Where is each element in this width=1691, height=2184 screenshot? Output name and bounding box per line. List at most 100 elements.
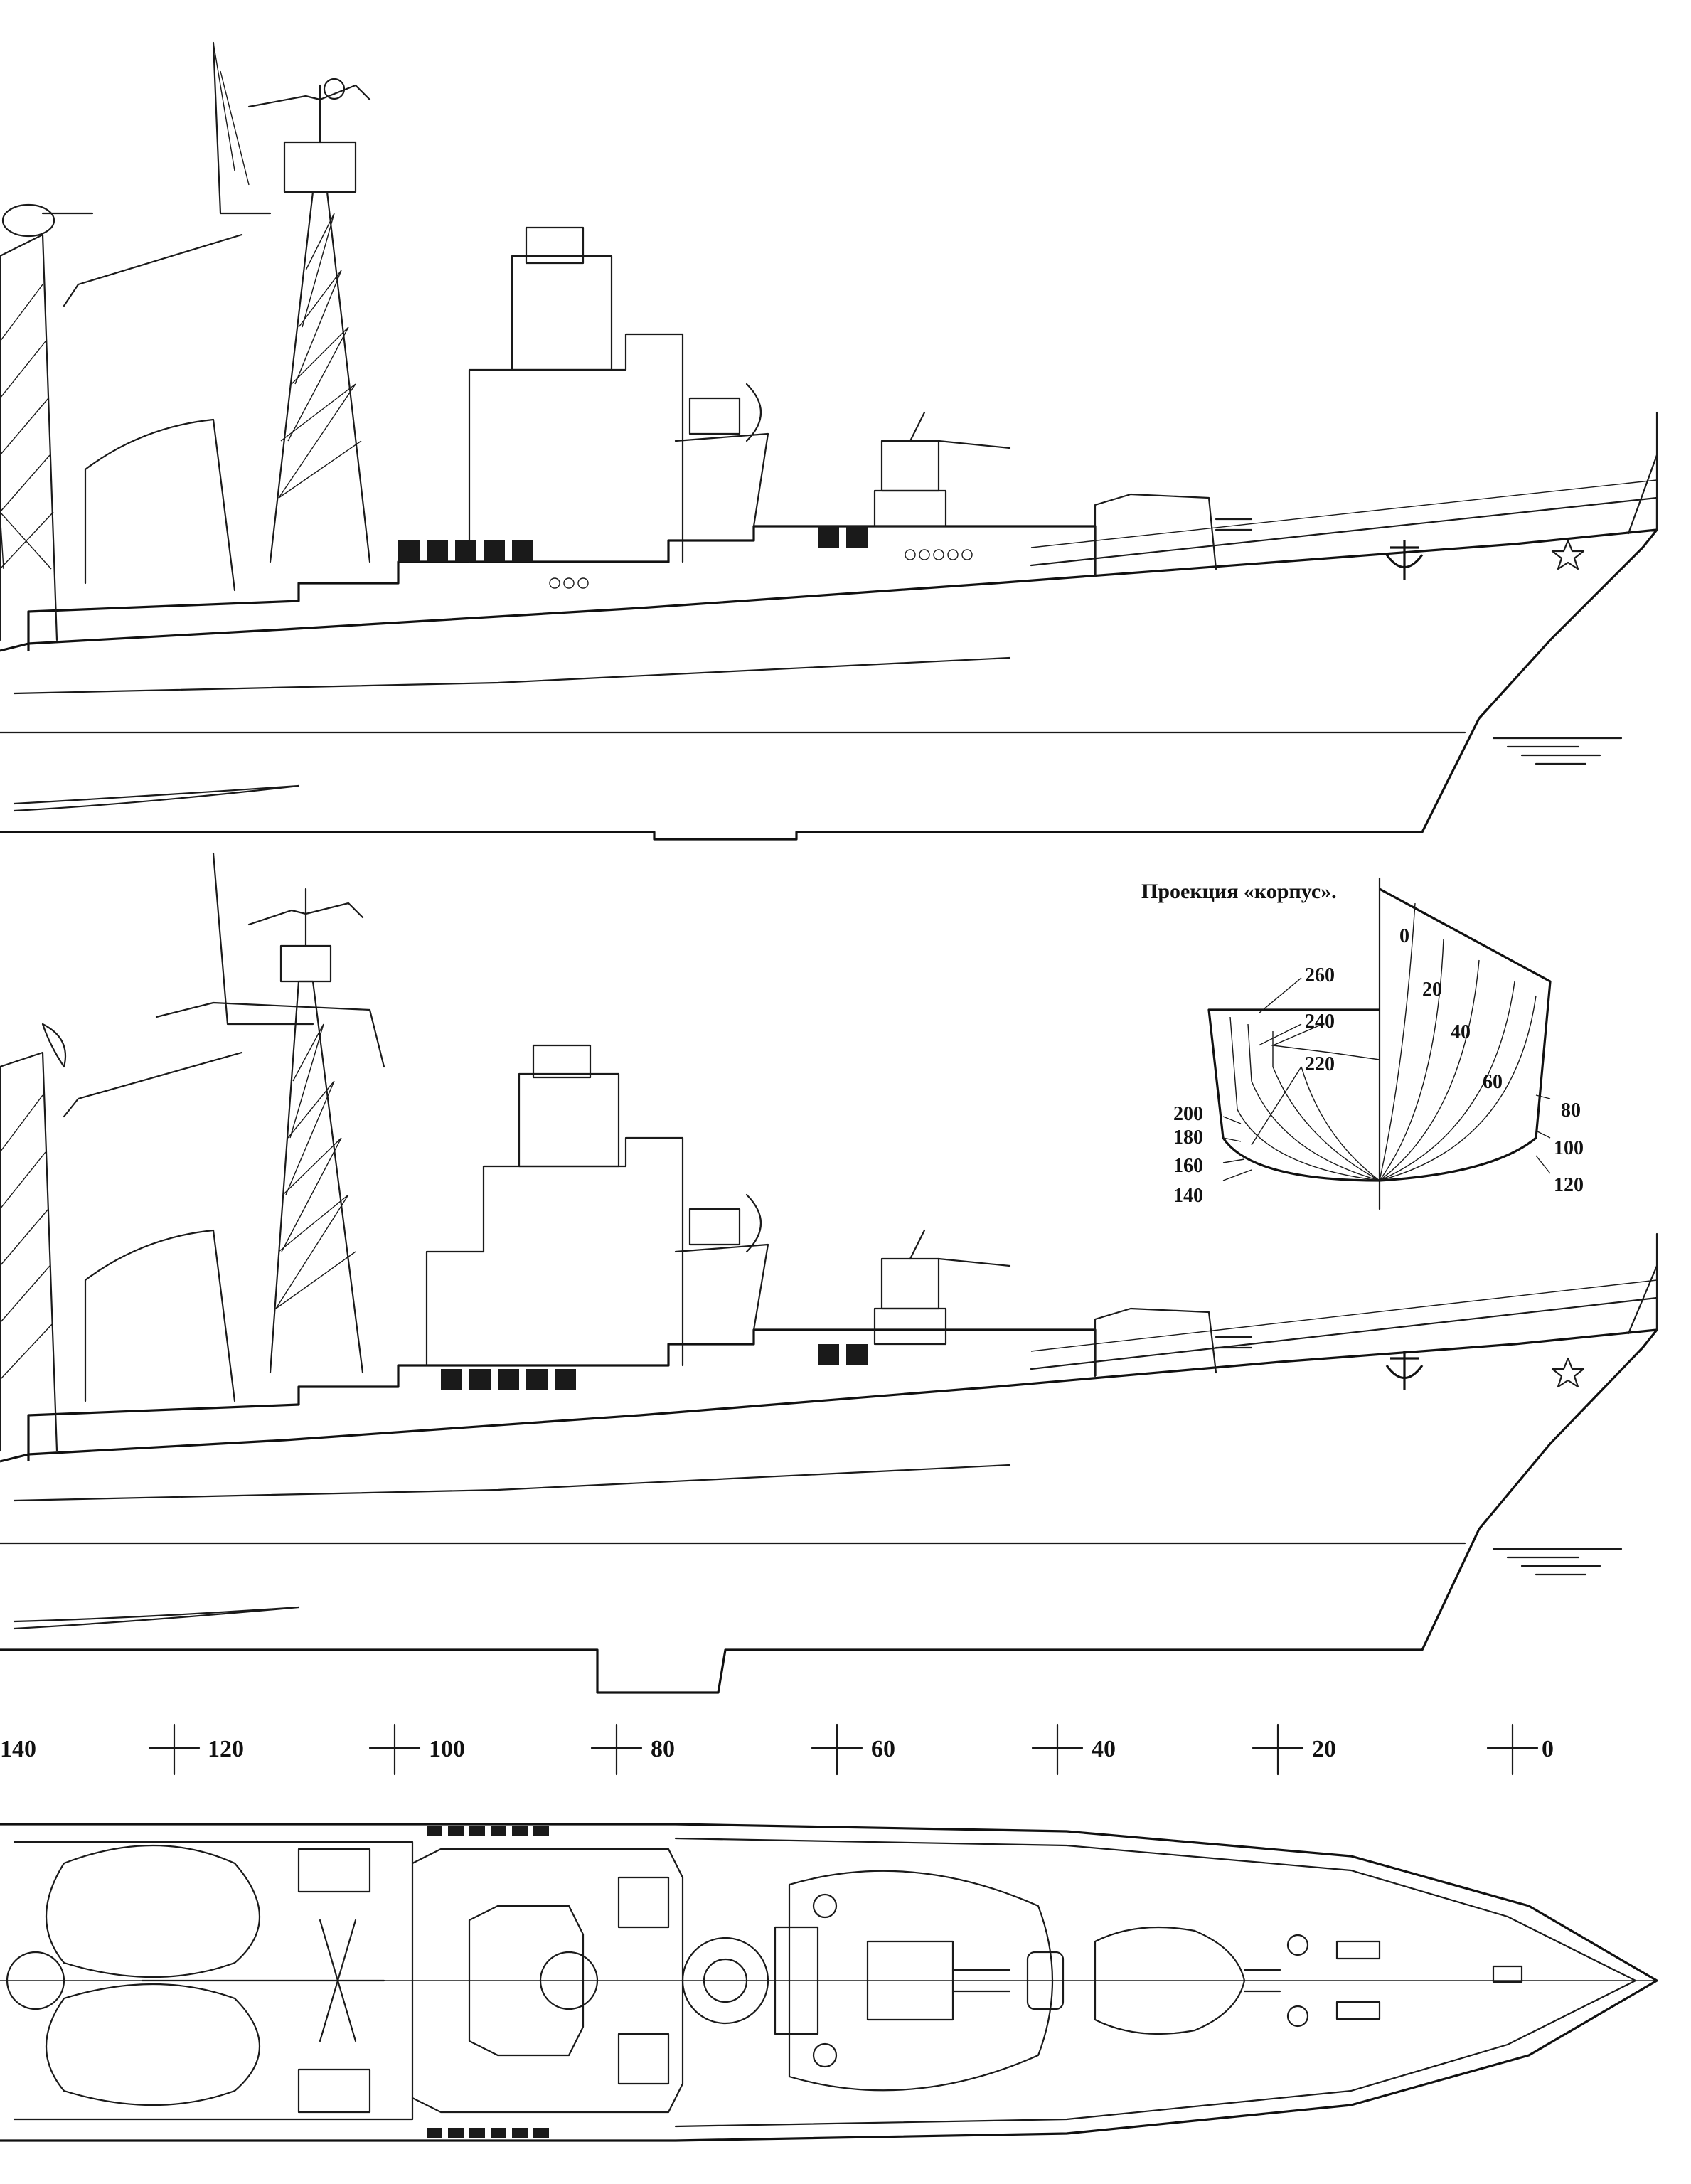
jackstaff-stay-top	[1627, 454, 1658, 535]
bridge-block-top	[468, 333, 684, 563]
radar-cabin-top	[525, 226, 585, 265]
aft-section-label-200: 200	[1173, 1103, 1203, 1125]
hull-outline-mid	[0, 1328, 1658, 1694]
forecastle-rail-mid	[1030, 1296, 1658, 1370]
body-plan-fwd-outline	[1379, 888, 1552, 1182]
director-plan	[539, 1951, 599, 2010]
lattice-mast-main-top	[247, 78, 371, 563]
boat-housing-top	[84, 418, 236, 592]
plan-view	[0, 1823, 1658, 2142]
station-tick-40	[1031, 1723, 1084, 1776]
boat-lower-plan	[46, 1983, 261, 2106]
station-label-140: 140	[0, 1736, 36, 1762]
gun-turret-fwd-top	[1094, 493, 1253, 577]
station-tick-20	[1252, 1723, 1304, 1776]
aft-section-label-140: 140	[1173, 1185, 1203, 1207]
sheer-line-mid	[13, 1464, 1011, 1502]
liferafts-mid	[441, 1344, 868, 1390]
station-label-120: 120	[208, 1736, 244, 1762]
deck-fitting-upper-plan	[812, 1893, 838, 1919]
fwd-section-label-20: 20	[1422, 979, 1442, 1001]
lattice-mast-main-mid	[247, 888, 364, 1374]
station-label-60: 60	[871, 1736, 895, 1762]
station-tick-0	[1486, 1723, 1539, 1776]
star-icon	[1551, 1357, 1585, 1388]
lattice-mast-aft-mid	[0, 1023, 67, 1452]
liferafts-top	[398, 526, 868, 562]
station-label-20: 20	[1312, 1736, 1336, 1762]
aft-mast-base-plan	[6, 1951, 65, 2010]
station-scale: 140 120 100 80 60 40 20	[0, 1723, 1554, 1776]
station-tick-60	[811, 1723, 863, 1776]
deck-fitting-lower-plan	[812, 2042, 838, 2068]
bollard-upper-plan	[1286, 1934, 1309, 1956]
station-tick-80	[590, 1723, 643, 1776]
crane-boom-mid	[63, 1051, 243, 1118]
station-label-100: 100	[429, 1736, 465, 1762]
portholes-top	[549, 549, 973, 589]
aft-section-label-160: 160	[1173, 1155, 1203, 1177]
sam-deck-area-plan	[788, 1870, 1054, 2092]
station-label-80: 80	[651, 1736, 675, 1762]
locker-lower-plan	[617, 2033, 670, 2085]
body-plan-aft-outline	[1207, 1008, 1380, 1182]
sam-launcher-plan	[866, 1940, 954, 2021]
star-icon	[1551, 539, 1585, 570]
water-ripples-mid	[1492, 1548, 1623, 1576]
anchor-icon	[1385, 540, 1424, 580]
forecastle-rail-top	[1030, 496, 1658, 567]
lattice-mast-aft-top	[0, 203, 94, 641]
mast-platform-lower-plan	[297, 2068, 371, 2114]
bridge-block-mid	[425, 1136, 684, 1367]
fwd-section-label-80: 80	[1561, 1099, 1581, 1122]
fwd-section-label-40: 40	[1451, 1021, 1471, 1043]
director-tower-top	[511, 255, 613, 371]
forecastle-rail-upper-top	[1030, 479, 1658, 548]
bow-hatch-plan	[1492, 1965, 1523, 1983]
aft-section-label-260: 260	[1305, 964, 1335, 986]
body-plan: Проекция «корпус». 260 240 220 200 180 1…	[1141, 877, 1584, 1210]
side-profile-top	[0, 41, 1658, 841]
bollard-lower-plan	[1286, 2005, 1309, 2028]
bilge-keel-top	[13, 784, 300, 812]
station-label-0: 0	[1542, 1736, 1554, 1762]
anchor-icon	[1385, 1351, 1424, 1390]
director-tower-mid	[518, 1072, 620, 1168]
cable-hatch-plan	[774, 1926, 819, 2035]
boat-upper-plan	[46, 1844, 261, 1978]
aft-section-label-240: 240	[1305, 1011, 1335, 1033]
bilge-keel-mid	[13, 1606, 300, 1630]
locker-upper-plan	[617, 1876, 670, 1929]
mast-platform-upper-plan	[297, 1848, 371, 1893]
aft-section-label-180: 180	[1173, 1126, 1203, 1149]
gun-turret-fwd-mid	[1094, 1307, 1253, 1378]
windlass-lower-plan	[1335, 2001, 1381, 2020]
windlass-upper-plan	[1335, 1940, 1381, 1960]
body-plan-title: Проекция «корпус».	[1141, 880, 1337, 903]
hatch-plan	[1026, 1951, 1065, 2010]
pole-mast-top	[212, 41, 272, 215]
fwd-section-label-100: 100	[1554, 1137, 1584, 1159]
jackstaff-stay-mid	[1627, 1264, 1658, 1335]
superstructure-mid	[27, 1328, 1097, 1461]
pole-mast-mid	[212, 852, 314, 1026]
side-profile-middle	[0, 852, 1658, 1694]
hull-outline-top	[0, 528, 1658, 841]
water-ripples-top	[1492, 737, 1623, 765]
fire-control-radar-mid	[674, 1193, 769, 1331]
aft-section-label-220: 220	[1305, 1053, 1335, 1075]
crane-boom-top	[63, 233, 243, 307]
gun-turret-plan	[1094, 1926, 1246, 2035]
station-tick-120	[148, 1723, 201, 1776]
fire-control-director-plan	[681, 1937, 769, 2025]
boat-housing-mid	[84, 1229, 236, 1402]
fwd-section-label-0: 0	[1399, 925, 1409, 947]
fwd-section-label-120: 120	[1554, 1174, 1584, 1196]
station-label-40: 40	[1092, 1736, 1116, 1762]
deck-outline-plan	[0, 1823, 1658, 2142]
forecastle-rail-upper-mid	[1030, 1279, 1658, 1352]
station-tick-100	[368, 1723, 421, 1776]
aft-superstructure-plan	[13, 1841, 414, 2121]
sam-launcher-mid	[873, 1229, 1011, 1346]
